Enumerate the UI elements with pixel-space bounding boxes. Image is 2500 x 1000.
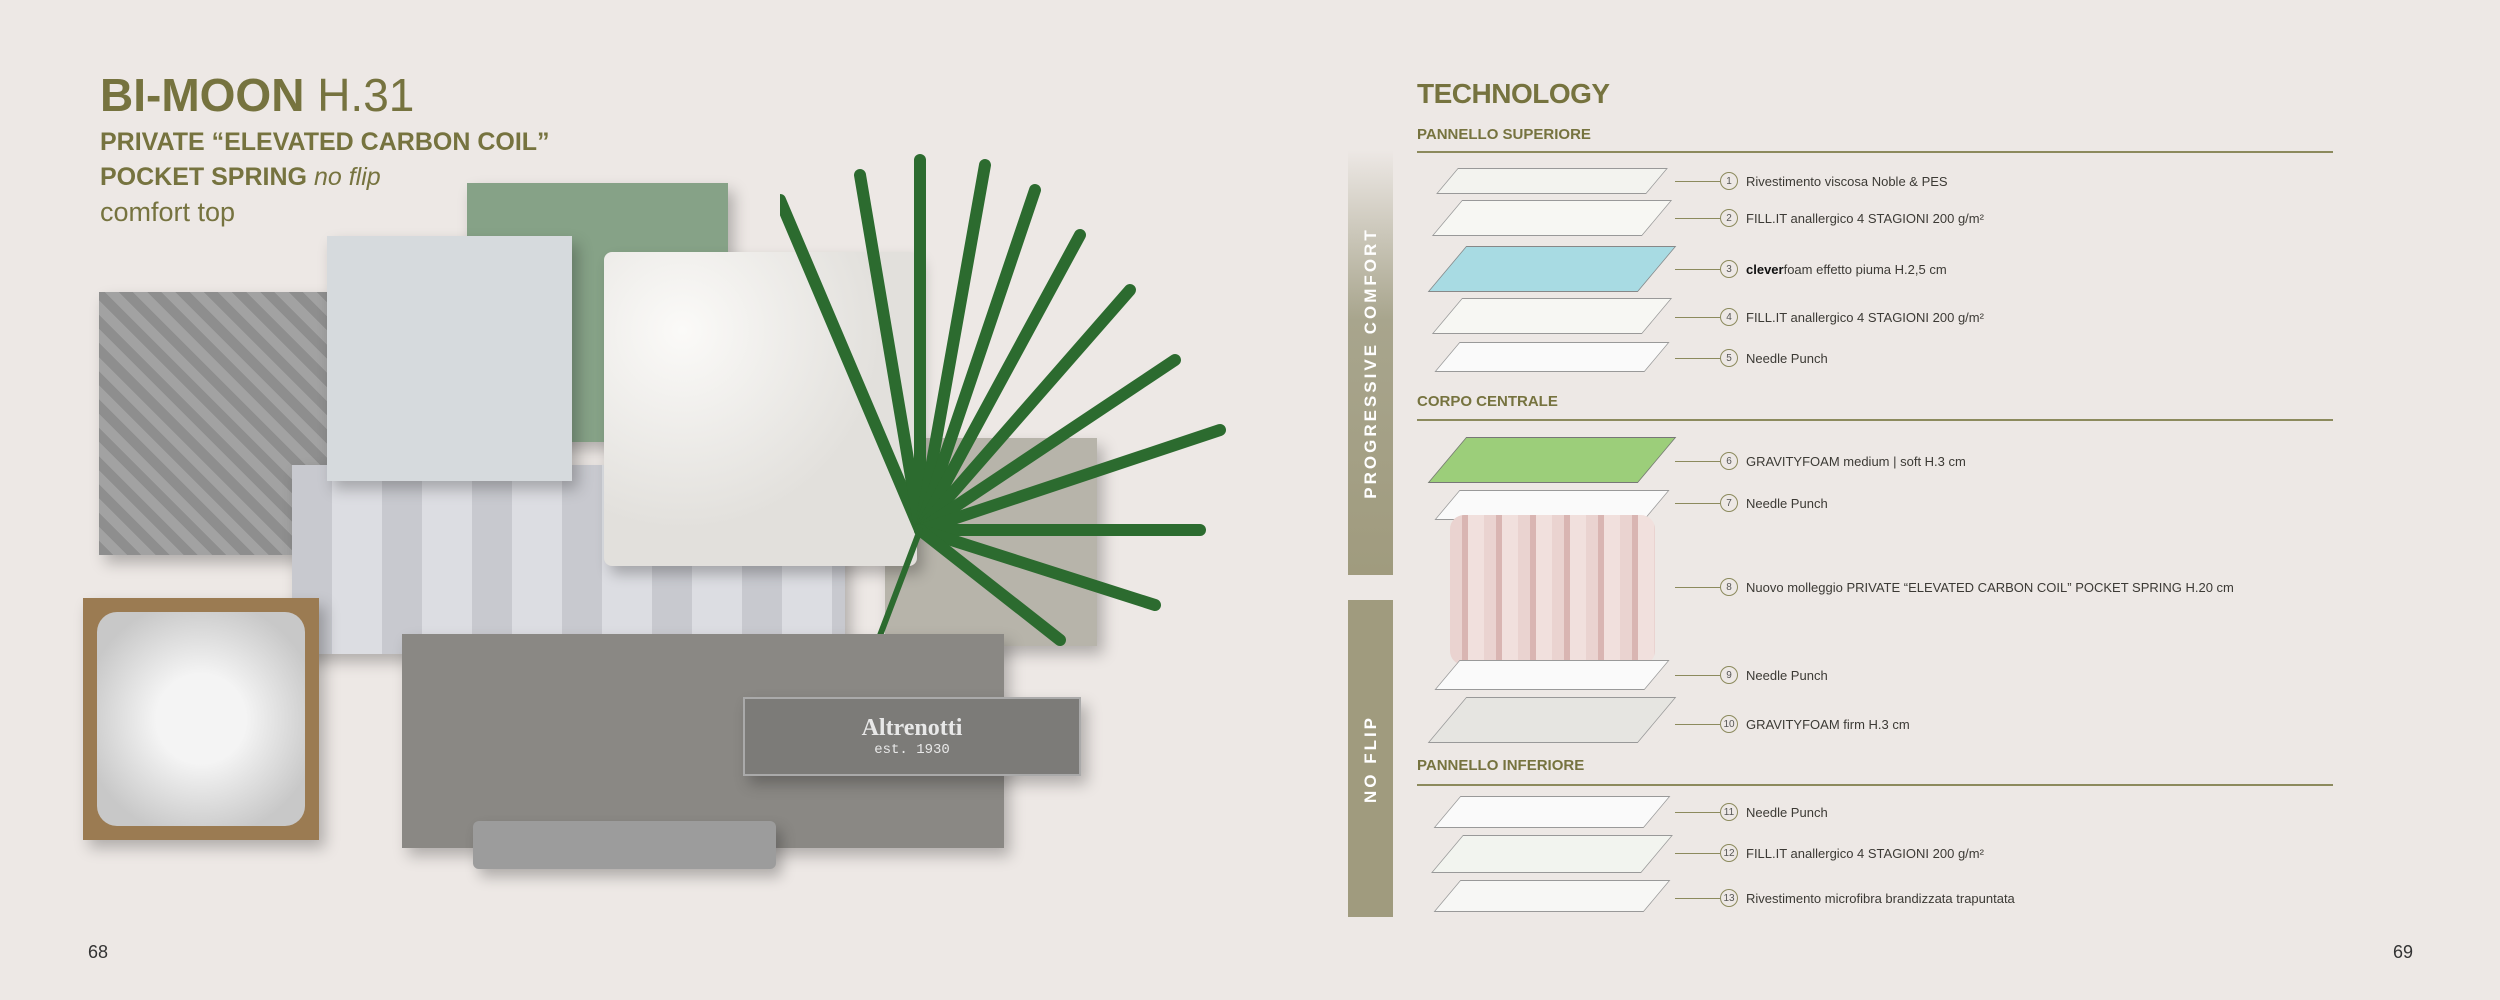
- layer-item: 1 Rivestimento viscosa Noble & PES: [1675, 169, 1948, 193]
- item-number: 10: [1720, 715, 1738, 733]
- layer-gravityfoam-firm: [1427, 697, 1677, 743]
- item-number: 9: [1720, 666, 1738, 684]
- layer-item: 7 Needle Punch: [1675, 491, 1828, 515]
- section-divider: [1417, 151, 2333, 153]
- layer-item: 12 FILL.IT anallergico 4 STAGIONI 200 g/m…: [1675, 841, 1984, 865]
- layer-cleverfoam: [1427, 246, 1677, 292]
- label-brand: Altrenotti: [861, 715, 963, 741]
- section-title: PANNELLO INFERIORE: [1417, 757, 1585, 774]
- layer-item: 8 Nuovo molleggio PRIVATE “ELEVATED CARBO…: [1675, 575, 2234, 599]
- item-number: 3: [1720, 260, 1738, 278]
- item-number: 5: [1720, 349, 1738, 367]
- item-text: foam effetto piuma H.2,5 cm: [1783, 261, 1947, 277]
- layer-needle-punch: [1434, 342, 1670, 372]
- item-text: GRAVITYFOAM firm H.3 cm: [1746, 716, 1910, 732]
- item-text: Rivestimento microfibra brandizzata trap…: [1746, 890, 2015, 906]
- label-est: est. 1930: [874, 742, 950, 758]
- gray-roll: [473, 821, 776, 869]
- title-bold: BI-MOON: [100, 69, 305, 121]
- item-text: FILL.IT anallergico 4 STAGIONI 200 g/m²: [1746, 210, 1984, 226]
- layer-fill: [1431, 835, 1673, 873]
- side-label-progressive-comfort: PROGRESSIVE COMFORT: [1348, 150, 1393, 575]
- section-title: CORPO CENTRALE: [1417, 393, 1558, 410]
- product-title: BI-MOON H.31: [100, 70, 414, 121]
- item-number: 13: [1720, 889, 1738, 907]
- layer-item: 4 FILL.IT anallergico 4 STAGIONI 200 g/m²: [1675, 305, 1984, 329]
- item-number: 2: [1720, 209, 1738, 227]
- item-text: FILL.IT anallergico 4 STAGIONI 200 g/m²: [1746, 309, 1984, 325]
- item-number: 12: [1720, 844, 1738, 862]
- brand-label: Altrenotti est. 1930: [743, 697, 1081, 776]
- layer-microfiber-cover: [1433, 880, 1671, 912]
- item-number: 11: [1720, 803, 1738, 821]
- item-text: GRAVITYFOAM medium | soft H.3 cm: [1746, 453, 1966, 469]
- layer-item: 11 Needle Punch: [1675, 800, 1828, 824]
- gray-quilted-swatch: [99, 292, 327, 555]
- side-label-text: PROGRESSIVE COMFORT: [1360, 226, 1380, 499]
- item-number: 6: [1720, 452, 1738, 470]
- item-text: Needle Punch: [1746, 495, 1828, 511]
- white-logo-swatch: [327, 236, 572, 481]
- layer-item: 2 FILL.IT anallergico 4 STAGIONI 200 g/m²: [1675, 206, 1984, 230]
- item-number: 1: [1720, 172, 1738, 190]
- palm-leaf: [780, 154, 1226, 823]
- item-number: 8: [1720, 578, 1738, 596]
- subtitle-line2: POCKET SPRING no flip: [100, 163, 381, 192]
- layer-needle-punch: [1433, 796, 1671, 828]
- subtitle-italic: no flip: [313, 163, 381, 191]
- page-number-left: 68: [88, 942, 109, 962]
- layer-pocket-springs: [1450, 515, 1655, 665]
- side-label-text: NO FLIP: [1360, 714, 1380, 803]
- layer-item: 5 Needle Punch: [1675, 346, 1828, 370]
- cleverfoam-brand: clever: [1746, 261, 1784, 277]
- item-text: Nuovo molleggio PRIVATE “ELEVATED CARBON…: [1746, 579, 2234, 595]
- layer-fill: [1431, 200, 1673, 236]
- layer-item: 6 GRAVITYFOAM medium | soft H.3 cm: [1675, 449, 1966, 473]
- item-text: Rivestimento viscosa Noble & PES: [1746, 173, 1948, 189]
- layer-cover: [1436, 168, 1668, 194]
- item-text: Needle Punch: [1746, 667, 1828, 683]
- section-divider: [1417, 419, 2333, 421]
- section-divider: [1417, 784, 2333, 786]
- item-number: 4: [1720, 308, 1738, 326]
- fiber-basket: [83, 598, 319, 840]
- technology-title: TECHNOLOGY: [1417, 78, 1610, 109]
- layer-needle-punch: [1434, 660, 1670, 690]
- subtitle-bold: POCKET SPRING: [100, 163, 307, 191]
- item-text: FILL.IT anallergico 4 STAGIONI 200 g/m²: [1746, 845, 1984, 861]
- layer-item: 9 Needle Punch: [1675, 663, 1828, 687]
- layer-gravityfoam-medium: [1427, 437, 1677, 483]
- subtitle-line1: PRIVATE “ELEVATED CARBON COIL”: [100, 128, 550, 156]
- item-text: Needle Punch: [1746, 350, 1828, 366]
- layer-item: 10 GRAVITYFOAM firm H.3 cm: [1675, 712, 1910, 736]
- layer-fill: [1431, 298, 1673, 334]
- layer-item: 13 Rivestimento microfibra brandizzata tr…: [1675, 886, 2015, 910]
- subtitle-line3: comfort top: [100, 197, 236, 227]
- item-number: 7: [1720, 494, 1738, 512]
- title-height: H.31: [317, 69, 415, 121]
- page-number-right: 69: [2393, 942, 2414, 962]
- section-title: PANNELLO SUPERIORE: [1417, 126, 1591, 143]
- item-text: Needle Punch: [1746, 804, 1828, 820]
- side-label-no-flip: NO FLIP: [1348, 600, 1393, 917]
